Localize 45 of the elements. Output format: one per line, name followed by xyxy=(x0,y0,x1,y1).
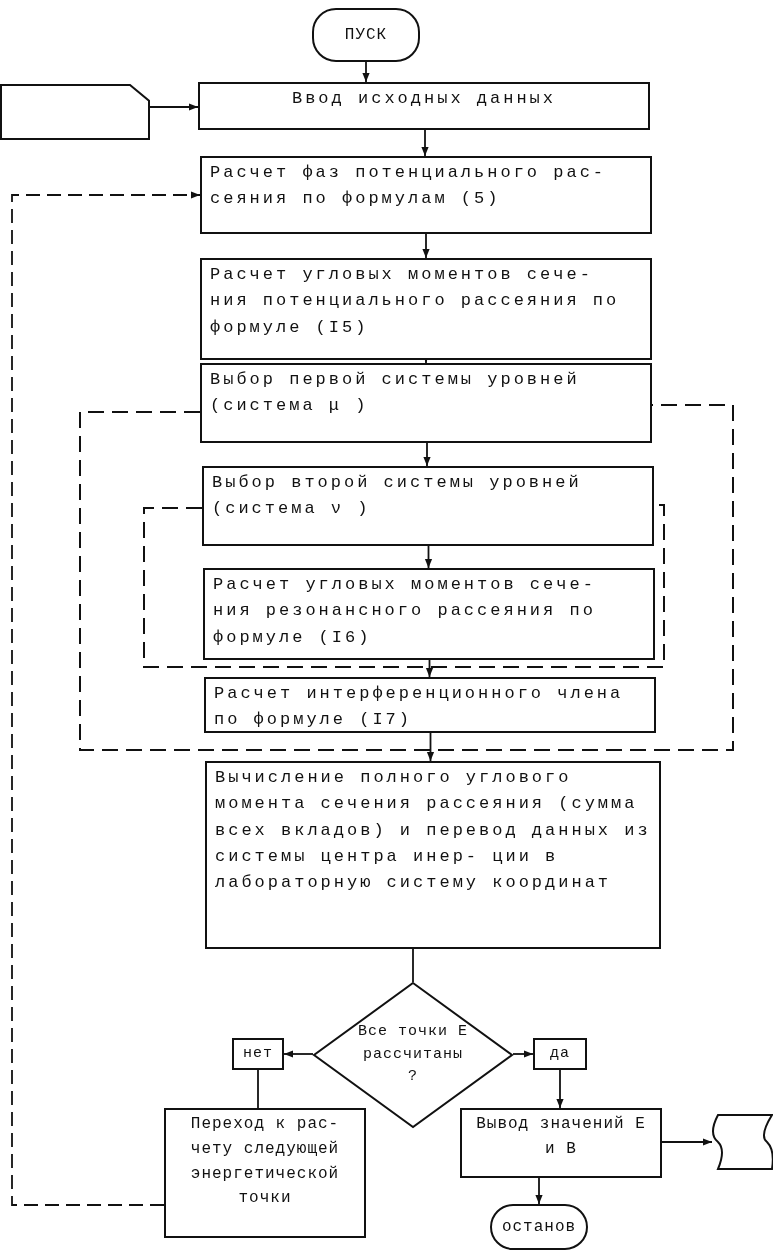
arrow xyxy=(283,1050,314,1058)
box-text: ПУСК xyxy=(344,24,388,46)
box-text: Расчет интерференционного члена по формуле (I7) xyxy=(214,683,625,732)
arrow xyxy=(149,103,199,111)
box-text: Выбор первой системы уровней (система μ ) xyxy=(210,369,581,418)
process-box xyxy=(204,677,656,733)
card-symbol xyxy=(0,84,150,140)
process-box xyxy=(203,568,655,660)
decision-text: Все точки E рассчитаны ? xyxy=(357,1022,469,1088)
arrow xyxy=(424,545,433,569)
box-text: нет xyxy=(243,1044,273,1065)
process-box xyxy=(164,1108,366,1238)
process-box xyxy=(200,156,652,234)
box-text: Вывод значений E и B xyxy=(475,1114,647,1160)
connector-line xyxy=(412,948,414,983)
branch-box xyxy=(232,1038,284,1070)
process-box xyxy=(202,466,654,546)
arrow xyxy=(512,1050,534,1058)
box-text: Вычисление полного углового момента сечения рассеяния (сумма всех вкладов) и перевод данных из системы центра инер- ции в лабораторную систему координат xyxy=(215,767,651,895)
arrow xyxy=(426,732,435,762)
box-text: Переход к рас- чету следующей энергетической точки xyxy=(189,1114,341,1210)
box-text: Выбор второй системы уровней (система ν ) xyxy=(212,472,583,521)
process-box xyxy=(460,1108,662,1178)
connector-line xyxy=(257,1069,259,1109)
process-box xyxy=(198,82,650,130)
arrow xyxy=(421,129,429,157)
branch-box xyxy=(533,1038,587,1070)
box-text: Расчет угловых моментов сече- ния потенциального рассеяния по формуле (I5) xyxy=(210,264,621,339)
box-text: Расчет фаз потенциального рас- сеяния по формулам (5) xyxy=(210,162,608,211)
process-box xyxy=(205,761,661,949)
process-box xyxy=(200,258,652,360)
arrow xyxy=(425,659,434,678)
tape-symbol xyxy=(712,1113,773,1171)
box-text: да xyxy=(550,1044,570,1065)
box-text: останов xyxy=(501,1216,577,1238)
arrow xyxy=(422,233,430,259)
arrow xyxy=(535,1177,543,1205)
process-box xyxy=(200,363,652,443)
box-text: Ввод исходных данных xyxy=(291,88,556,110)
arrow xyxy=(423,442,431,467)
arrow xyxy=(362,61,370,83)
arrow xyxy=(11,191,201,1206)
arrow xyxy=(661,1138,713,1146)
box-text: Расчет угловых моментов сече- ния резонансного рассеяния по формуле (I6) xyxy=(213,574,597,649)
arrow xyxy=(556,1069,564,1109)
